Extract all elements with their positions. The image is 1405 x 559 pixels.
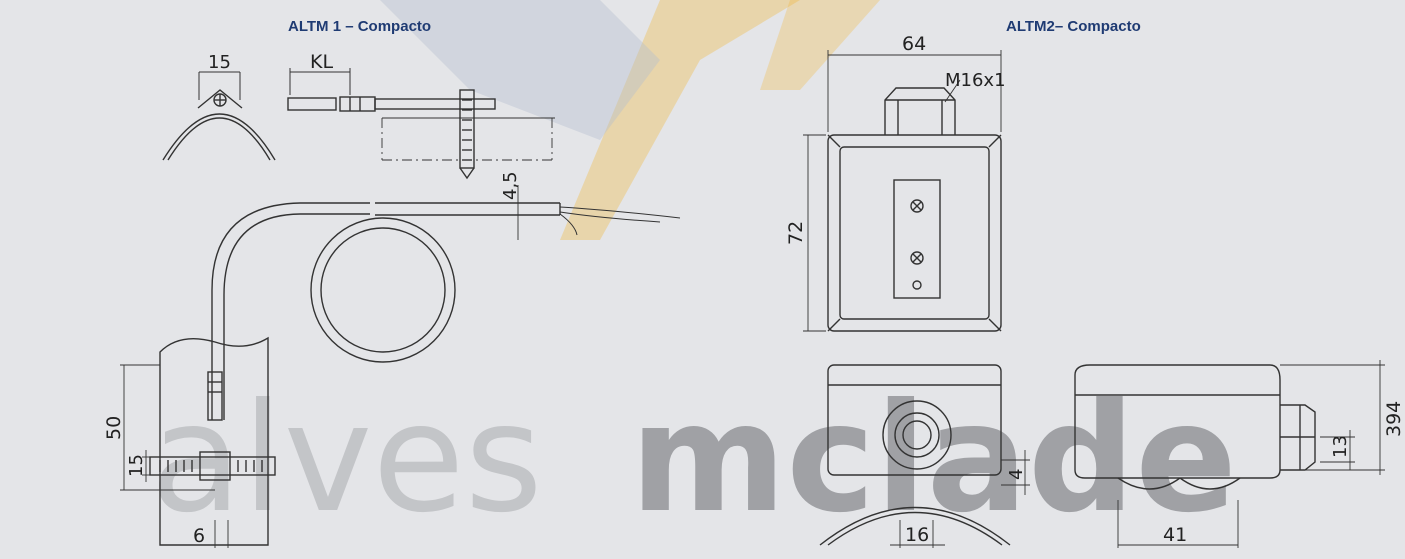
- watermark: alves mclade: [150, 372, 1237, 546]
- dim-band-height: 15: [126, 454, 147, 477]
- dim-gland-thread: M16x1: [945, 70, 1006, 91]
- brand-background: [380, 0, 880, 240]
- dim-band-offset: 6: [193, 525, 205, 547]
- dim-side-height: 394: [1383, 401, 1405, 437]
- dim-probe-diameter: 4,5: [500, 171, 521, 200]
- altm2-drawing: [803, 50, 1385, 548]
- box-side-view: [1074, 360, 1385, 548]
- clip-detail: [162, 71, 276, 161]
- orange-wedge: [560, 0, 800, 240]
- probe-kl-detail: [287, 68, 555, 180]
- dim-kl: KL: [310, 51, 333, 73]
- watermark-word-2: mclade: [630, 372, 1237, 546]
- dim-bottom-width: 16: [905, 524, 929, 546]
- dim-bottom-gap: 4: [1006, 469, 1027, 480]
- dim-clip-width: 15: [208, 52, 231, 73]
- cable-coil: [211, 185, 681, 420]
- watermark-word-1: alves: [150, 372, 543, 546]
- orange-wedge-right: [760, 0, 880, 90]
- altm2-title: ALTM2– Compacto: [1006, 18, 1141, 35]
- dim-box-height: 72: [785, 221, 807, 245]
- altm1-drawing: [120, 68, 681, 548]
- pipe-assembly: [120, 336, 276, 548]
- altm1-title: ALTM 1 – Compacto: [288, 18, 432, 35]
- dim-base-width: 41: [1163, 524, 1187, 546]
- blue-wedge: [380, 0, 660, 140]
- box-front-view: [803, 50, 1002, 332]
- dim-gland-height: 13: [1330, 435, 1351, 458]
- box-bottom-view: [819, 364, 1030, 548]
- dim-box-width: 64: [902, 33, 926, 55]
- dim-pipe-height: 50: [103, 416, 125, 440]
